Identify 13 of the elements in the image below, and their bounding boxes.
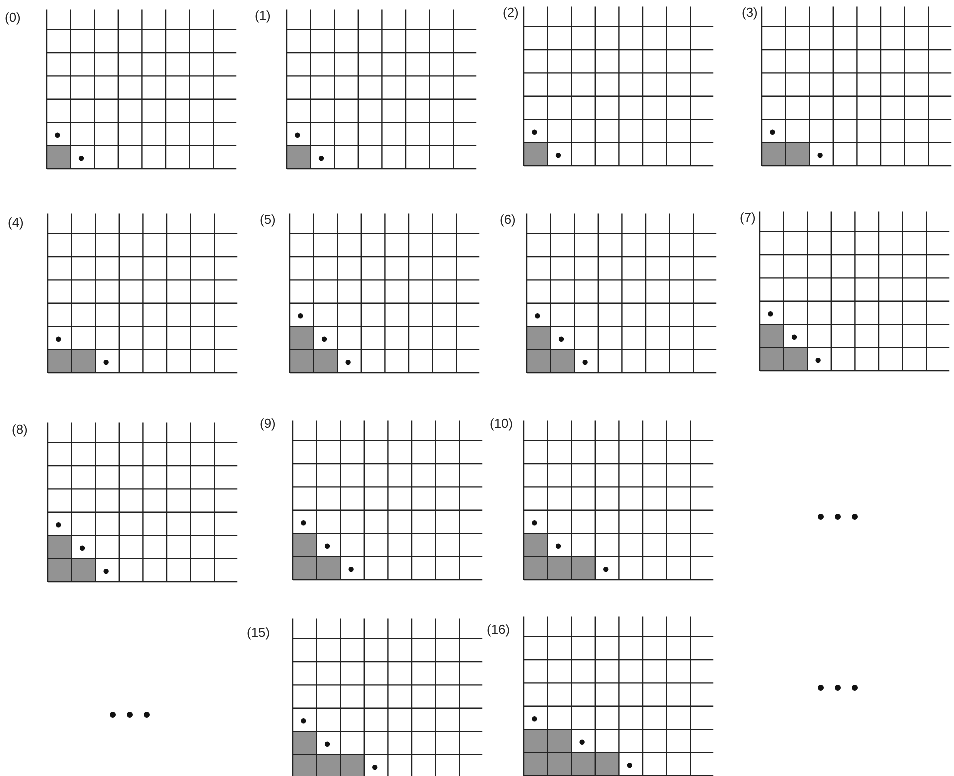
panel-label: (6) bbox=[500, 212, 516, 227]
panel-label: (3) bbox=[742, 5, 758, 20]
panel-label: (5) bbox=[260, 212, 276, 227]
panel-label: (1) bbox=[255, 8, 271, 23]
panel-label: (10) bbox=[490, 416, 514, 431]
panel-label: (0) bbox=[5, 10, 21, 25]
panel-label: (16) bbox=[487, 622, 510, 637]
panel-label: (15) bbox=[247, 625, 270, 640]
panel-label: (7) bbox=[740, 210, 756, 225]
panel-label: (2) bbox=[503, 5, 519, 20]
panel-label: (8) bbox=[12, 422, 28, 437]
panel-label: (9) bbox=[260, 416, 276, 431]
panel-label: (4) bbox=[8, 215, 24, 230]
